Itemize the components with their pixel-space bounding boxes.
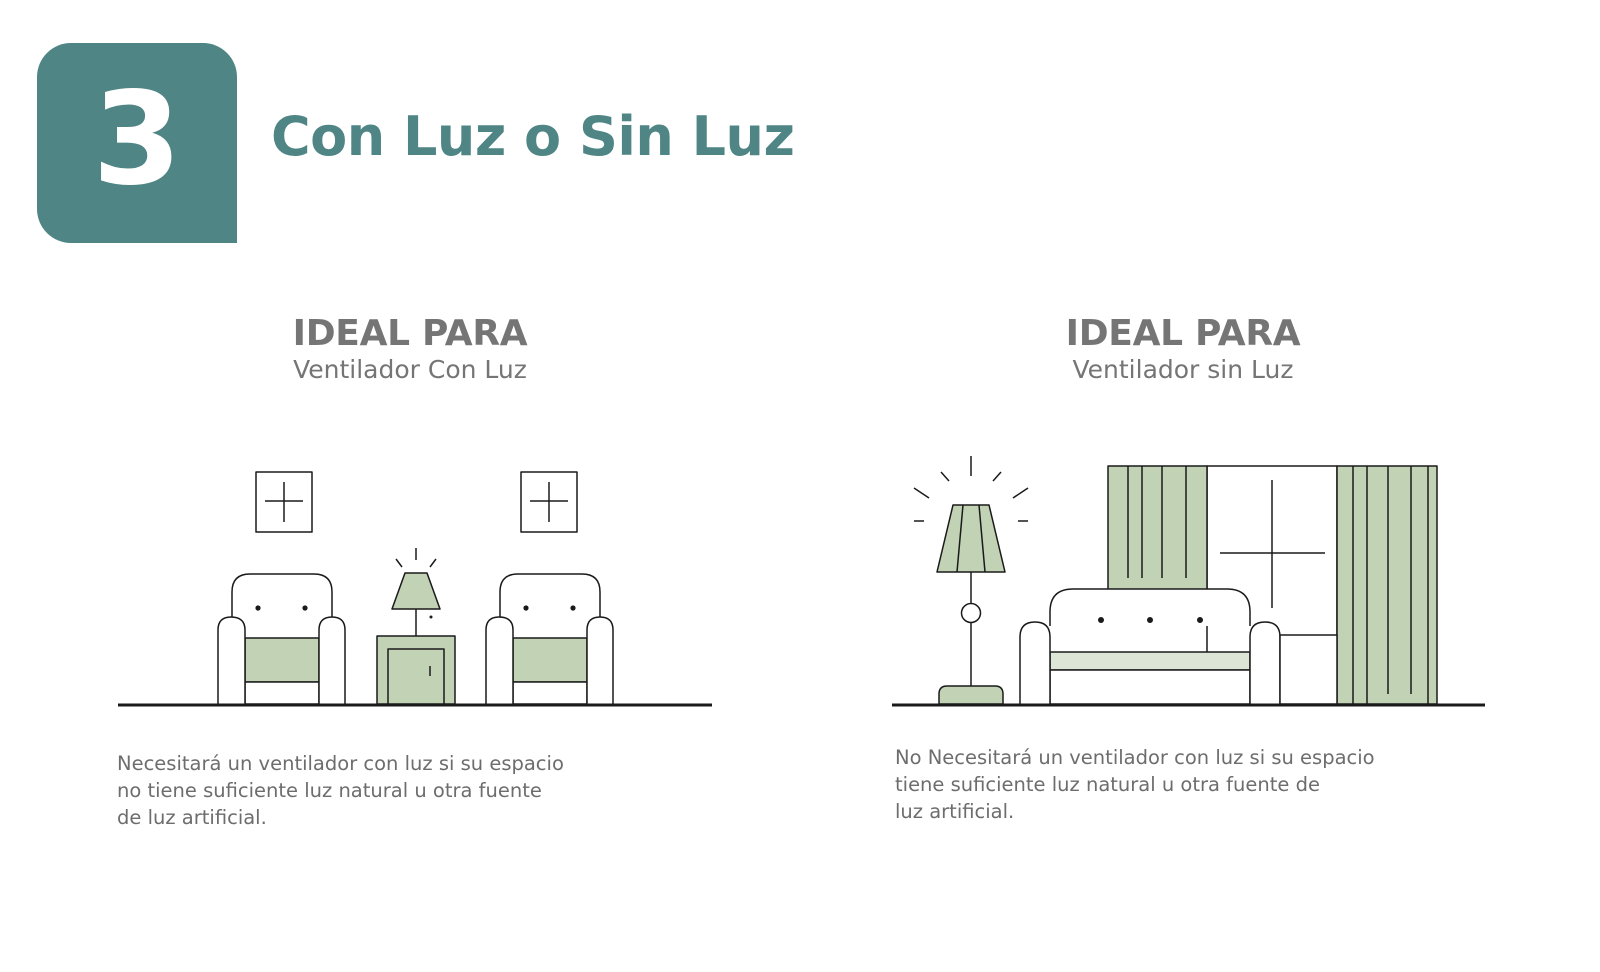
right-description-line: No Necesitará un ventilador con luz si s…: [895, 746, 1375, 769]
armchair-right-icon: [485, 573, 614, 705]
left-panel-heading: IDEAL PARA Ventilador Con Luz: [200, 313, 620, 386]
floor-lamp-icon: [913, 456, 1029, 705]
page-title: Con Luz o Sin Luz: [271, 105, 795, 168]
right-description: No Necesitará un ventilador con luz si s…: [895, 744, 1475, 825]
right-description-line: tiene suficiente luz natural u otra fuen…: [895, 773, 1320, 796]
nightstand-icon: [376, 635, 456, 705]
right-ideal-label: IDEAL PARA: [1065, 313, 1301, 354]
armchairs-lamp-illustration: [118, 471, 712, 707]
step-number: 3: [92, 65, 182, 214]
left-ideal-label: IDEAL PARA: [292, 313, 528, 354]
left-fan-type: Ventilador Con Luz: [293, 355, 527, 385]
curtain-right-icon: [1336, 465, 1438, 705]
table-lamp-icon: [391, 548, 441, 636]
wall-frame-right-icon: [520, 471, 578, 533]
wall-frame-left-icon: [255, 471, 313, 533]
sofa-icon: [1019, 588, 1338, 705]
sofa-window-illustration: [892, 456, 1485, 707]
right-description-line: luz artificial.: [895, 800, 1015, 823]
right-fan-type: Ventilador sin Luz: [1072, 355, 1294, 385]
step-number-badge: 3: [37, 43, 237, 243]
left-description-line: no tiene suficiente luz natural u otra f…: [117, 779, 542, 802]
curtain-left-icon: [1107, 465, 1208, 595]
left-description-line: Necesitará un ventilador con luz si su e…: [117, 752, 564, 775]
left-description-line: de luz artificial.: [117, 806, 267, 829]
left-description: Necesitará un ventilador con luz si su e…: [117, 750, 677, 831]
right-panel-heading: IDEAL PARA Ventilador sin Luz: [973, 313, 1393, 386]
armchair-left-icon: [217, 573, 346, 705]
